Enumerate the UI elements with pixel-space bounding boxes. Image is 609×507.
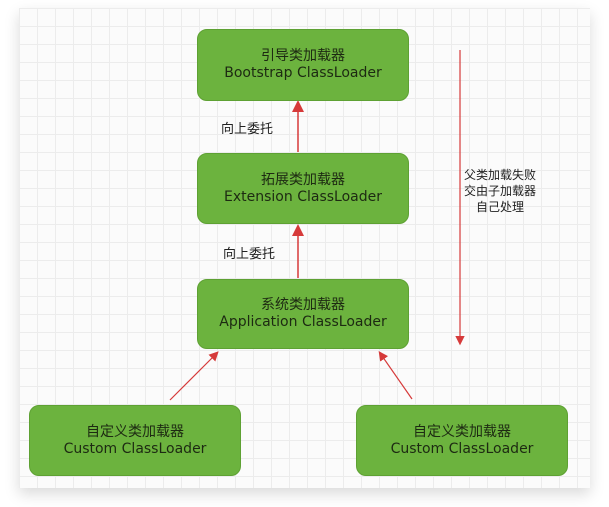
note-line: 父类加载失败 — [464, 168, 537, 182]
arrow-custom-right-to-app — [378, 351, 413, 400]
node-custom-classloader-left: 自定义类加载器 Custom ClassLoader — [29, 405, 241, 476]
note-line: 自己处理 — [476, 200, 525, 214]
delegate-down-note: 父类加载失败 交由子加载器 自己处理 — [464, 167, 536, 215]
node-title-en: Application ClassLoader — [219, 314, 387, 330]
node-bootstrap-classloader: 引导类加载器 Bootstrap ClassLoader — [197, 29, 409, 101]
edge-label-delegate-up-1: 向上委托 — [221, 122, 274, 137]
node-title-cn: 引导类加载器 — [261, 48, 345, 64]
node-title-en: Custom ClassLoader — [390, 440, 534, 457]
node-title-cn: 系统类加载器 — [261, 297, 345, 313]
node-title-cn: 自定义类加载器 — [86, 423, 184, 440]
arrow-custom-left-to-app — [169, 351, 219, 401]
node-application-classloader: 系统类加载器 Application ClassLoader — [197, 279, 409, 349]
node-title-cn: 拓展类加载器 — [261, 171, 345, 188]
note-line: 交由子加载器 — [464, 184, 537, 198]
node-title-en: Extension ClassLoader — [224, 188, 382, 205]
node-extension-classloader: 拓展类加载器 Extension ClassLoader — [197, 153, 409, 224]
edge-label-delegate-up-2: 向上委托 — [223, 247, 276, 262]
node-title-en: Custom ClassLoader — [63, 440, 207, 457]
node-title-cn: 自定义类加载器 — [413, 423, 511, 440]
node-title-en: Bootstrap ClassLoader — [224, 65, 382, 81]
node-custom-classloader-right: 自定义类加载器 Custom ClassLoader — [356, 405, 568, 476]
